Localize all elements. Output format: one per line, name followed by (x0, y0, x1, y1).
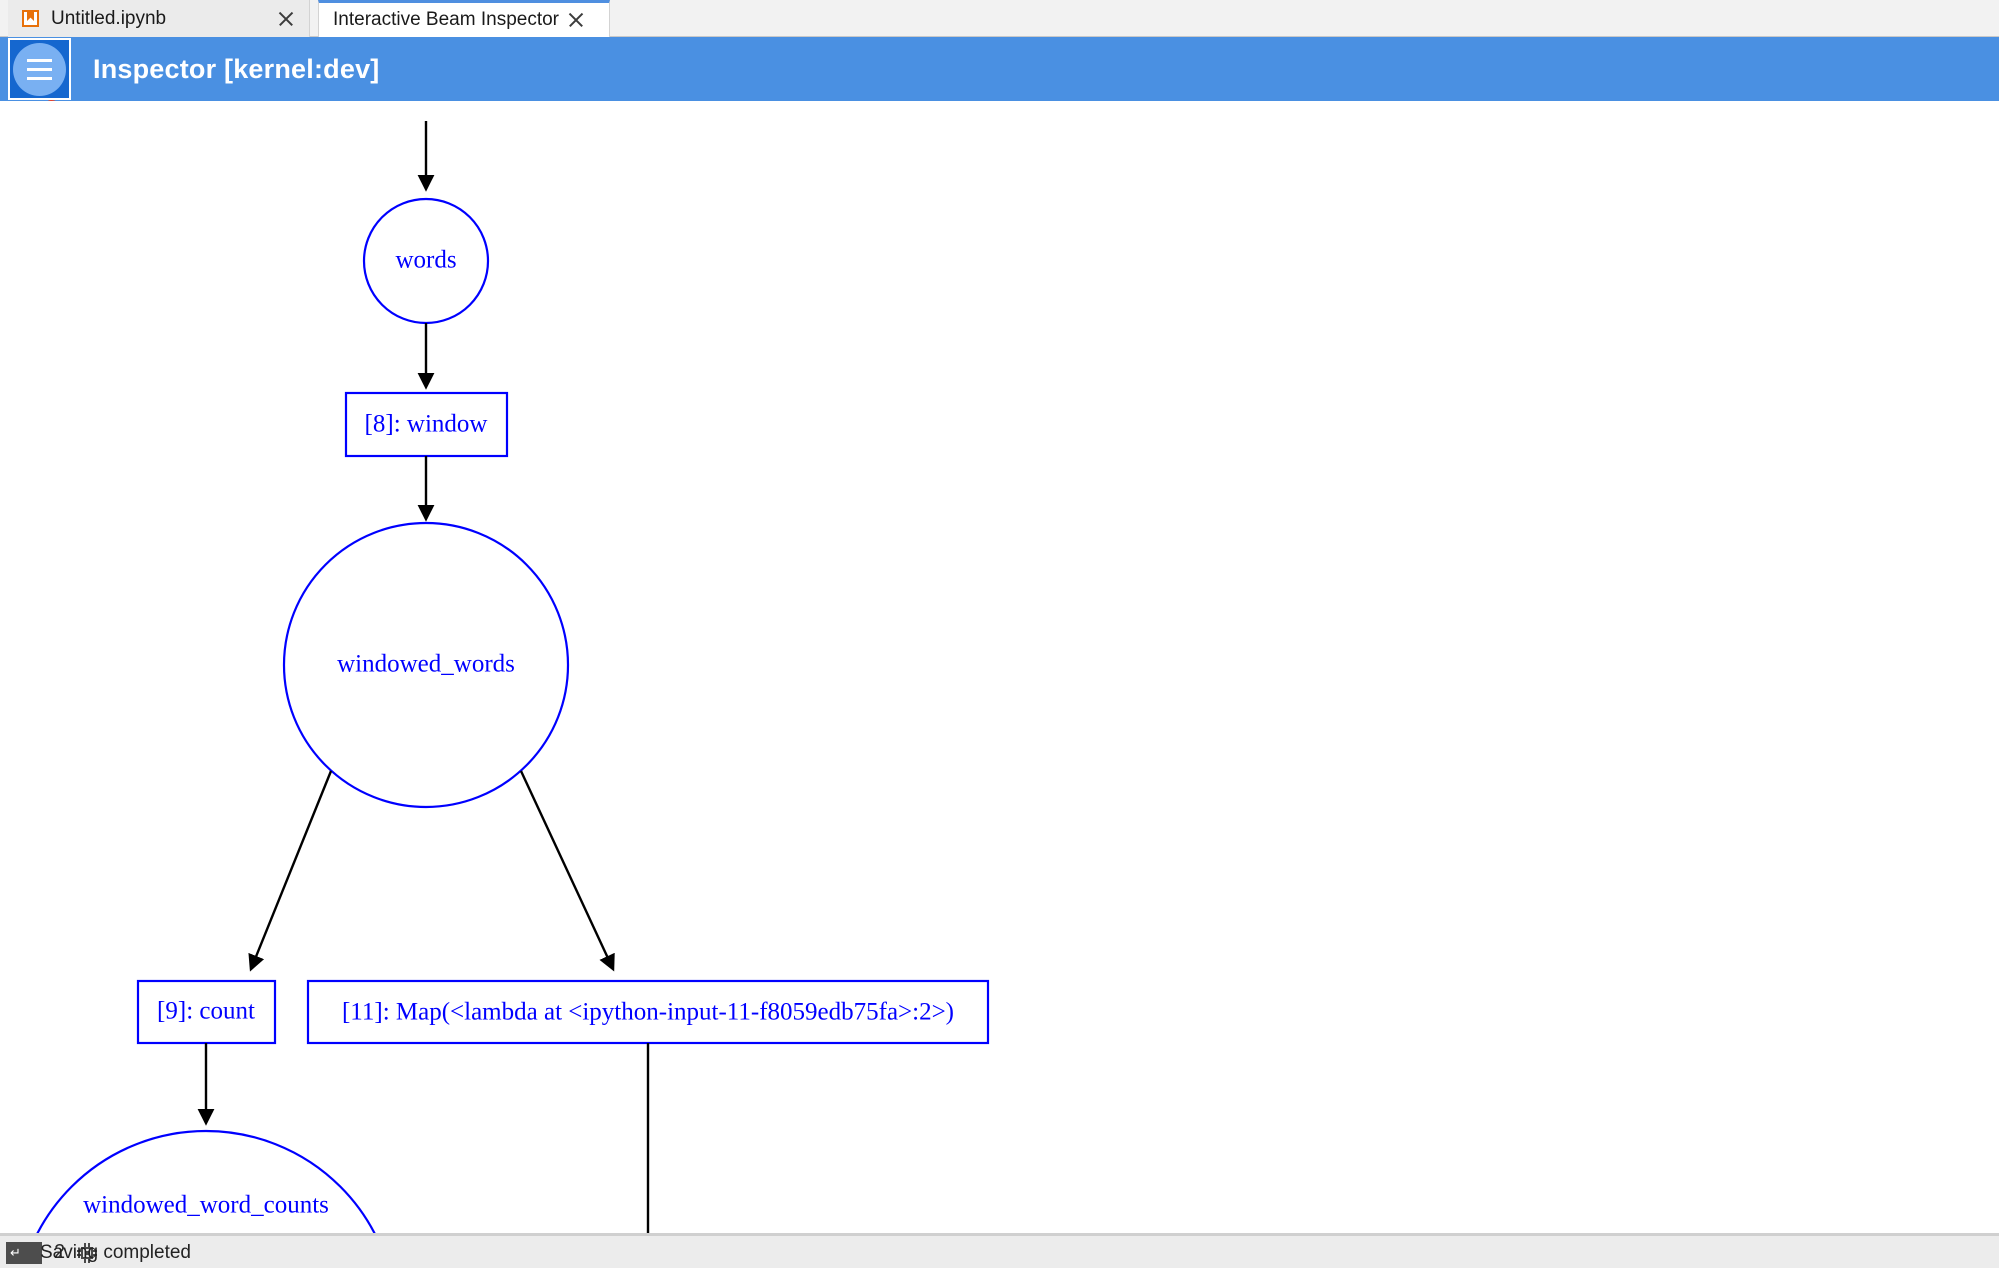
close-icon[interactable] (275, 8, 297, 30)
node-map-lambda[interactable]: [11]: Map(<lambda at <ipython-input-11-f… (308, 981, 988, 1043)
tab-bar: Untitled.ipynb Interactive Beam Inspecto… (0, 0, 1999, 37)
tab-interactive-beam-inspector[interactable]: Interactive Beam Inspector (318, 0, 610, 37)
node-label: [8]: window (365, 411, 488, 438)
edge-windowed-words-to-count (251, 771, 331, 969)
status-left-group: ↵ 2 (0, 1236, 97, 1269)
kernel-count: 2 (54, 1241, 65, 1264)
node-count[interactable]: [9]: count (138, 981, 275, 1043)
beam-graph-canvas[interactable]: words [8]: window windowed_words (0, 101, 1999, 1235)
node-words[interactable]: words (364, 199, 488, 323)
inspector-header: Inspector [kernel:dev] (0, 37, 1999, 101)
hamburger-icon (13, 43, 66, 96)
node-label: windowed_words (337, 651, 515, 678)
pipeline-graph: words [8]: window windowed_words (0, 101, 1999, 1235)
tab-label: Untitled.ipynb (51, 8, 269, 30)
tab-untitled-notebook[interactable]: Untitled.ipynb (8, 0, 310, 37)
terminal-icon[interactable]: ↵ (6, 1242, 42, 1264)
node-label: windowed_word_counts (83, 1192, 329, 1219)
close-icon[interactable] (565, 9, 587, 31)
node-windowed-word-counts[interactable]: windowed_word_counts (16, 1131, 396, 1235)
node-label: [9]: count (157, 998, 255, 1025)
status-message-wrap: Saving completed (0, 1236, 1999, 1269)
node-label: words (395, 247, 456, 274)
node-label: [11]: Map(<lambda at <ipython-input-11-f… (342, 999, 954, 1026)
edge-windowed-words-to-map (521, 771, 613, 969)
node-windowed-words[interactable]: windowed_words (284, 523, 568, 807)
notebook-icon (22, 10, 39, 27)
kernel-chip-icon[interactable] (77, 1243, 97, 1263)
status-bar: ↵ 2 Saving completed (0, 1235, 1999, 1268)
terminal-glyph: ↵ (10, 1245, 21, 1261)
tab-label: Interactive Beam Inspector (333, 9, 559, 31)
menu-button[interactable] (8, 38, 71, 100)
page-title: Inspector [kernel:dev] (93, 37, 379, 101)
node-window[interactable]: [8]: window (346, 393, 507, 456)
